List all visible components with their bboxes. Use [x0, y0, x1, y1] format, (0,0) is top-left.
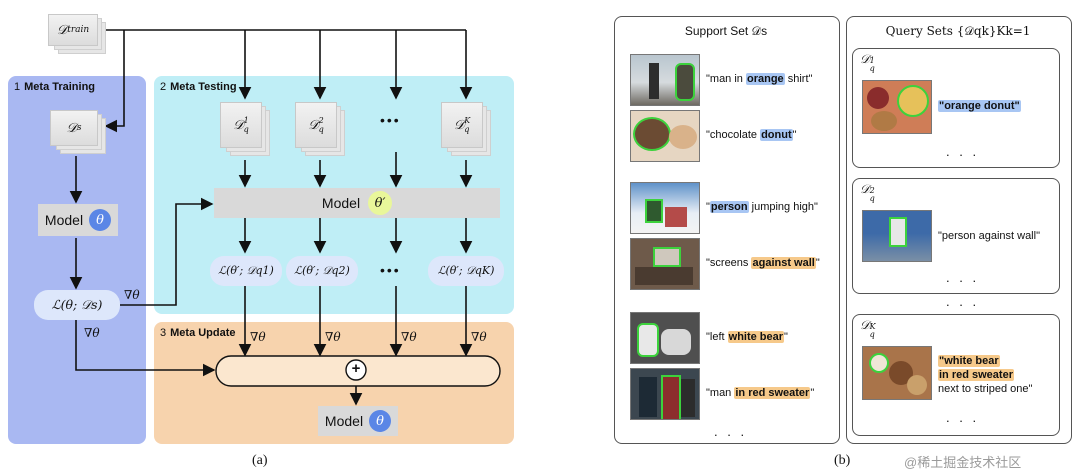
- model-theta-box: Model θ: [38, 204, 118, 236]
- support-ref-6: "man in red sweater": [706, 387, 815, 399]
- support-ref-1: "man in orange shirt": [706, 73, 813, 85]
- query-box-k-dots: . . .: [946, 410, 980, 425]
- theta-update-circle: θ: [369, 410, 392, 432]
- query-box-1-dots: . . .: [946, 144, 980, 159]
- query-image-2: [862, 210, 932, 262]
- grad-label-2: ∇θ: [84, 326, 100, 340]
- watermark: @稀土掘金技术社区: [904, 455, 1022, 470]
- query-sets-box: [846, 16, 1072, 444]
- grad-update-k: ∇θ: [471, 330, 487, 344]
- theta-prime-circle: θ′: [368, 191, 393, 215]
- query-ellipsis: •••: [380, 112, 401, 128]
- model-prime-label: Model: [321, 195, 361, 211]
- support-ref-3: "person jumping high": [706, 201, 818, 213]
- caption-a: (a): [252, 453, 268, 468]
- model-theta-update-box: Model θ: [318, 406, 398, 436]
- grad-label-1: ∇θ: [124, 288, 140, 302]
- query-ref-2: "person against wall": [938, 230, 1040, 242]
- loss-query-k: ℒ(θ′; 𝒟qK): [428, 256, 504, 286]
- support-image-1: [630, 54, 700, 106]
- query-ref-k: "white bear in red sweater next to strip…: [938, 355, 1033, 395]
- model-theta-prime-box: Model θ′: [214, 188, 500, 218]
- support-dots: . . .: [714, 424, 748, 439]
- support-image-3: [630, 182, 700, 234]
- query-sets-title: Query Sets {𝒟qk}Kk=1: [885, 24, 1031, 38]
- loss-train-pill: ℒ(θ; 𝒟s): [34, 290, 120, 320]
- support-image-5: [630, 312, 700, 364]
- query-image-k: [862, 346, 932, 400]
- model-update-label: Model: [324, 413, 364, 429]
- support-image-6: [630, 368, 700, 420]
- loss-ellipsis: •••: [380, 262, 401, 278]
- support-set-box: [614, 16, 840, 444]
- theta-circle: θ: [89, 209, 112, 231]
- loss-query-1: ℒ(θ′; 𝒟q1): [210, 256, 282, 286]
- support-set-title: Support Set 𝒟s: [684, 24, 768, 38]
- diagram-a-arrows: [69, 29, 501, 406]
- loss-query-2: ℒ(θ′; 𝒟q2): [286, 256, 358, 286]
- grad-update-1: ∇θ: [250, 330, 266, 344]
- query-between-dots: . . .: [946, 294, 980, 309]
- caption-b: (b): [834, 453, 851, 468]
- model-label: Model: [44, 212, 84, 228]
- grad-update-2: ∇θ: [325, 330, 341, 344]
- plus-symbol: +: [351, 360, 361, 377]
- support-image-4: [630, 238, 700, 290]
- support-ref-4: "screens against wall": [706, 257, 820, 269]
- support-ref-5: "left white bear": [706, 331, 788, 343]
- grad-update-3: ∇θ: [401, 330, 417, 344]
- query-ref-1: "orange donut": [938, 100, 1021, 112]
- query-image-1: [862, 80, 932, 134]
- support-image-2: [630, 110, 700, 162]
- query-box-2-dots: . . .: [946, 270, 980, 285]
- support-ref-2: "chocolate donut": [706, 129, 797, 141]
